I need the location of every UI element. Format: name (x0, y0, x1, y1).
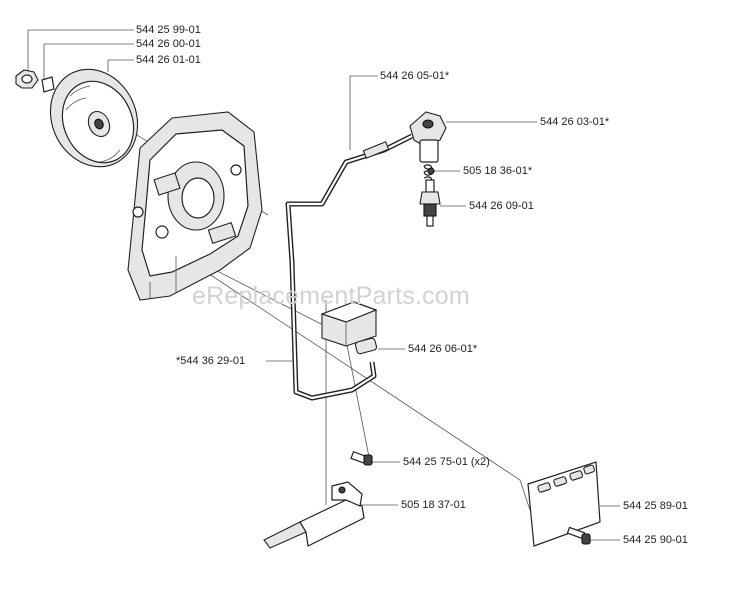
leader-flywheel (107, 59, 134, 72)
leader-washer (43, 43, 134, 88)
flywheel-part (49, 68, 139, 168)
ignition-module-part (320, 301, 378, 355)
leader-ignition-lead (349, 75, 378, 150)
washer-part (41, 76, 55, 93)
spark-plug-part (419, 179, 441, 227)
part-label-spring[interactable]: 505 18 36-01* (463, 165, 533, 177)
spring-part (423, 164, 435, 181)
leader-nut (27, 29, 134, 80)
module-screws-part (350, 451, 373, 466)
part-label-flywheel[interactable]: 544 26 01-01 (136, 54, 201, 66)
part-label-plug-cap[interactable]: 544 26 03-01* (540, 116, 610, 128)
part-label-ignition-module[interactable]: 544 26 06-01* (408, 343, 478, 355)
crankcase-part (127, 111, 263, 301)
cover-screw-part (566, 526, 591, 545)
cover-plate-part (527, 461, 601, 547)
leader-screw-axis (345, 339, 371, 463)
watermark-text: eReplacementParts.com (192, 282, 470, 310)
part-label-ignition-lead[interactable]: 544 26 05-01* (380, 70, 450, 82)
part-label-spark-plug[interactable]: 544 26 09-01 (469, 200, 534, 212)
part-label-cover-plate[interactable]: 544 25 89-01 (623, 500, 688, 512)
part-label-module-screws[interactable]: 544 25 75-01 (x2) (403, 456, 490, 468)
plug-cap-part (409, 111, 447, 163)
part-label-cover-screw[interactable]: 544 25 90-01 (623, 534, 688, 546)
part-label-short-circuit-cable[interactable]: *544 36 29-01 (176, 355, 246, 367)
ignition-cable-part (285, 133, 414, 401)
part-label-ground-plate[interactable]: 505 18 37-01 (401, 499, 466, 511)
ground-plate-part (263, 481, 365, 549)
part-label-nut[interactable]: 544 25 99-01 (136, 24, 201, 36)
part-label-washer[interactable]: 544 26 00-01 (136, 38, 201, 50)
nut-part (15, 69, 39, 89)
leader-cover-axis (169, 247, 531, 511)
